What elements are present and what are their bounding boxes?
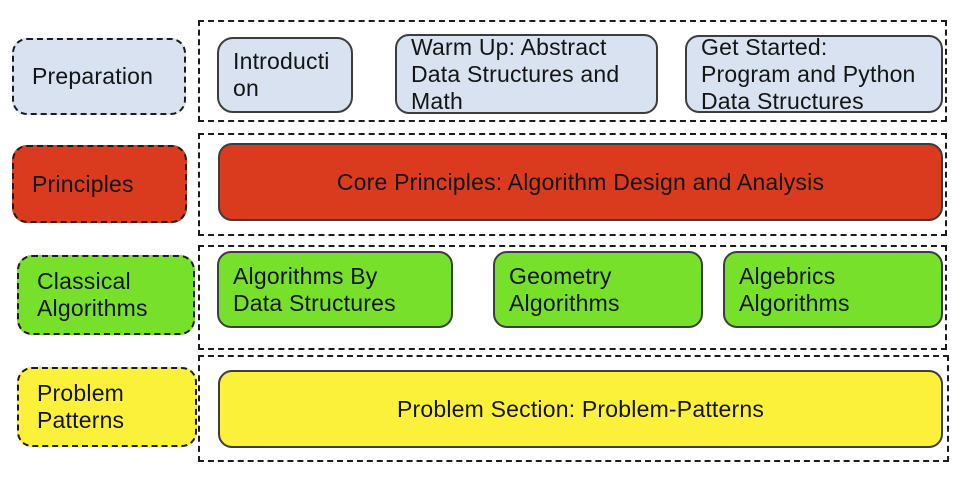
lane-classical-algorithms (198, 245, 947, 350)
lane-principles (198, 133, 947, 236)
node-geometry-algorithms: Geometry Algorithms (493, 251, 703, 328)
node-introduction: Introducti on (217, 37, 353, 113)
node-core-principles-algorithm-design-and-analysis: Core Principles: Algorithm Design and An… (218, 143, 943, 221)
node-algebrics-algorithms: Algebrics Algorithms (723, 251, 943, 328)
node-algorithms-by-data-structures: Algorithms By Data Structures (217, 251, 453, 328)
lane-problem-patterns (198, 355, 949, 462)
stage-label-problem-patterns: Problem Patterns (17, 367, 197, 447)
node-get-started-program-and-python-data-structures: Get Started: Program and Python Data Str… (685, 35, 943, 113)
stage-label-preparation: Preparation (12, 38, 186, 115)
node-warm-up-abstract-data-structures-and-math: Warm Up: Abstract Data Structures and Ma… (395, 34, 658, 114)
stage-label-principles: Principles (12, 145, 187, 223)
node-problem-section-problem-patterns: Problem Section: Problem-Patterns (218, 370, 943, 448)
stage-label-classical-algorithms: Classical Algorithms (17, 255, 195, 335)
lane-preparation (198, 20, 947, 122)
